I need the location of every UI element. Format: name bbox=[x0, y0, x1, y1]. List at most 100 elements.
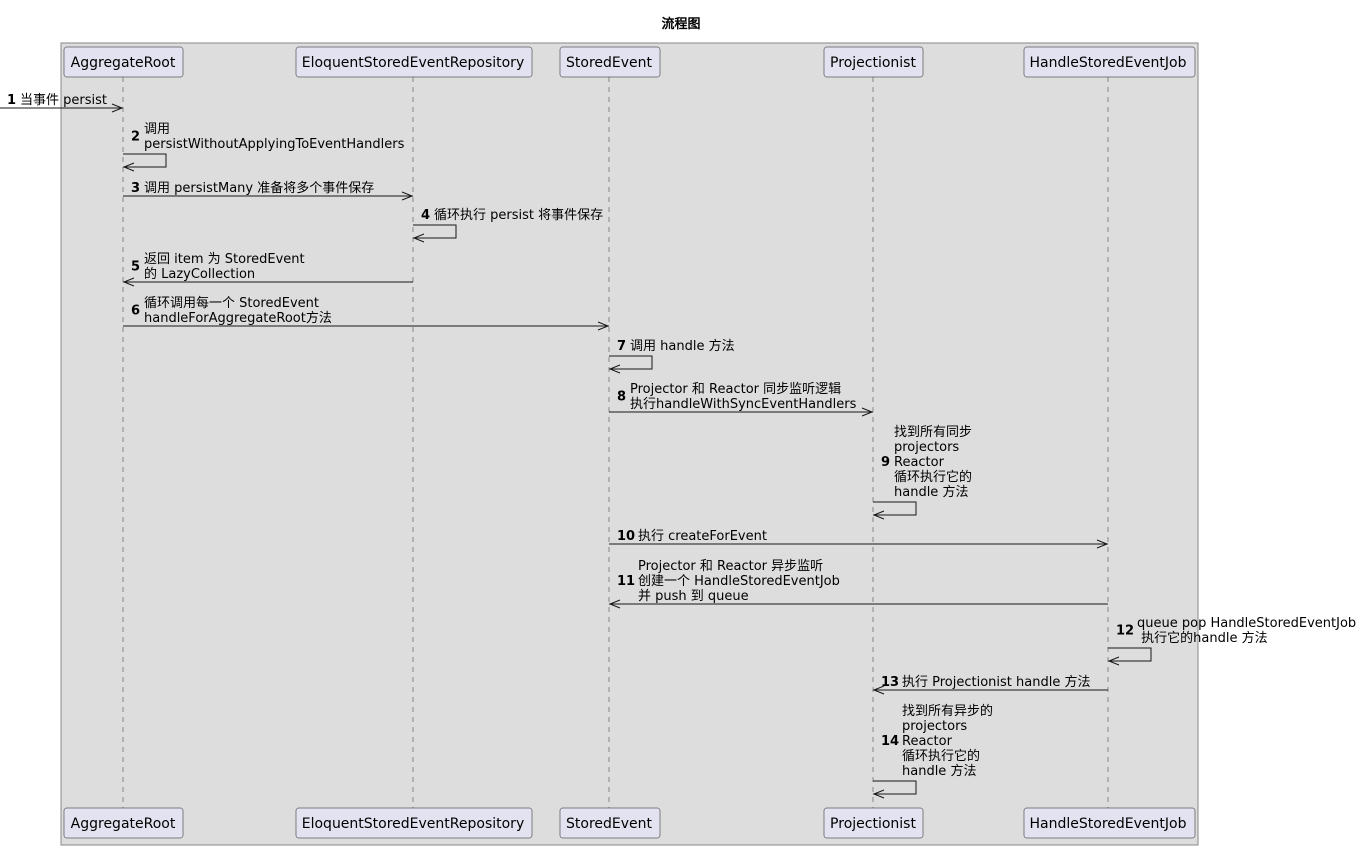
arrowhead bbox=[122, 277, 135, 287]
participant-box bbox=[823, 807, 924, 839]
participant-box bbox=[295, 46, 533, 78]
participant-aggregate-root-top: AggregateRoot bbox=[63, 46, 184, 78]
message-text: 循环执行它的 bbox=[902, 748, 980, 764]
message-number: 7 bbox=[617, 339, 626, 354]
self-arrow bbox=[123, 153, 167, 168]
participant-box bbox=[1023, 46, 1196, 78]
message-text: 循环执行它的 bbox=[894, 469, 972, 485]
message-text: 返回 item 为 StoredEvent bbox=[144, 252, 305, 267]
participant-label: StoredEvent bbox=[566, 55, 653, 71]
message-text: 调用 persistMany 准备将多个事件保存 bbox=[144, 180, 374, 196]
message-text: handle 方法 bbox=[894, 484, 968, 500]
message-number: 4 bbox=[421, 208, 430, 223]
participant-stored-event-bottom: StoredEvent bbox=[559, 807, 661, 839]
arrowhead bbox=[861, 407, 874, 417]
participant-aggregate-root-bottom: AggregateRoot bbox=[63, 807, 184, 839]
message-text: 当事件 persist bbox=[20, 93, 107, 108]
diagram-title: 流程图 bbox=[661, 16, 700, 32]
message-text: 并 push 到 queue bbox=[638, 589, 749, 604]
message-text: Projector 和 Reactor 异步监听 bbox=[638, 559, 823, 574]
participants: AggregateRootAggregateRootEloquentStored… bbox=[63, 46, 1196, 839]
message-number: 12 bbox=[1116, 624, 1134, 639]
arrowhead bbox=[608, 599, 621, 609]
arrowhead bbox=[872, 510, 885, 520]
message-text: Reactor bbox=[894, 455, 945, 470]
participant-label: AggregateRoot bbox=[71, 55, 176, 71]
message-1: 1 当事件 persist bbox=[0, 93, 124, 113]
participant-stored-event-top: StoredEvent bbox=[559, 46, 661, 78]
message-number: 11 bbox=[617, 574, 635, 589]
message-text: Projector 和 Reactor 同步监听逻辑 bbox=[630, 382, 841, 397]
message-number: 5 bbox=[131, 260, 140, 275]
message-text: 循环执行 persist 将事件保存 bbox=[434, 208, 603, 223]
message-number: 1 bbox=[7, 93, 16, 108]
message-number: 13 bbox=[881, 675, 899, 690]
participant-eloquent-stored-event-repository-top: EloquentStoredEventRepository bbox=[295, 46, 533, 78]
message-text: projectors bbox=[902, 719, 967, 734]
arrowhead bbox=[1107, 656, 1120, 666]
arrowhead bbox=[111, 103, 124, 113]
participant-label: Projectionist bbox=[830, 816, 916, 832]
message-text: Reactor bbox=[902, 734, 953, 749]
message-number: 8 bbox=[617, 390, 626, 405]
participant-label: Projectionist bbox=[830, 55, 916, 71]
participant-label: EloquentStoredEventRepository bbox=[302, 816, 524, 832]
participant-label: EloquentStoredEventRepository bbox=[302, 55, 524, 71]
message-text: 调用 bbox=[144, 122, 170, 137]
participant-box bbox=[1023, 807, 1196, 839]
participant-box bbox=[559, 46, 661, 78]
message-text: 执行 createForEvent bbox=[638, 529, 767, 544]
message-number: 2 bbox=[131, 130, 140, 145]
participant-handle-stored-event-job-top: HandleStoredEventJob bbox=[1023, 46, 1196, 78]
message-text: queue pop HandleStoredEventJob bbox=[1137, 616, 1356, 631]
message-text: 找到所有异步的 bbox=[902, 703, 993, 719]
message-number: 9 bbox=[881, 455, 890, 470]
participant-projectionist-top: Projectionist bbox=[823, 46, 924, 78]
participant-eloquent-stored-event-repository-bottom: EloquentStoredEventRepository bbox=[295, 807, 533, 839]
message-text: 调用 handle 方法 bbox=[630, 338, 735, 354]
participant-label: AggregateRoot bbox=[71, 816, 176, 832]
message-7: 7 调用 handle 方法 bbox=[608, 338, 735, 374]
message-text: 找到所有同步 bbox=[894, 425, 972, 440]
participant-box bbox=[295, 807, 533, 839]
arrowhead bbox=[412, 233, 425, 243]
message-text: 创建一个 HandleStoredEventJob bbox=[638, 574, 840, 589]
self-arrow bbox=[873, 501, 917, 516]
message-text: handleForAggregateRoot方法 bbox=[144, 310, 332, 326]
message-4: 4 循环执行 persist 将事件保存 bbox=[412, 208, 603, 243]
lifelines bbox=[122, 77, 1109, 808]
self-arrow bbox=[1108, 647, 1152, 662]
message-8: 8 Projector 和 Reactor 同步监听逻辑执行handleWithS… bbox=[609, 382, 874, 417]
self-arrow bbox=[873, 780, 917, 795]
arrowhead bbox=[1096, 539, 1109, 549]
message-text: 执行handleWithSyncEventHandlers bbox=[630, 397, 857, 412]
arrowhead bbox=[872, 685, 885, 695]
self-arrow bbox=[413, 224, 457, 239]
message-number: 14 bbox=[881, 734, 899, 749]
arrowhead bbox=[122, 162, 135, 172]
message-number: 10 bbox=[617, 529, 635, 544]
message-number: 3 bbox=[131, 181, 140, 196]
participant-label: HandleStoredEventJob bbox=[1030, 816, 1187, 832]
message-text: handle 方法 bbox=[902, 763, 976, 779]
message-text: 的 LazyCollection bbox=[144, 266, 255, 282]
arrowhead bbox=[872, 789, 885, 799]
participant-group-box bbox=[60, 42, 1199, 846]
message-3: 3 调用 persistMany 准备将多个事件保存 bbox=[123, 180, 414, 201]
message-number: 6 bbox=[131, 304, 140, 319]
self-arrow bbox=[609, 355, 653, 370]
message-text: 执行 Projectionist handle 方法 bbox=[902, 674, 1090, 690]
arrowhead bbox=[608, 364, 621, 374]
participant-projectionist-bottom: Projectionist bbox=[823, 807, 924, 839]
message-text: 执行它的handle 方法 bbox=[1137, 630, 1268, 646]
